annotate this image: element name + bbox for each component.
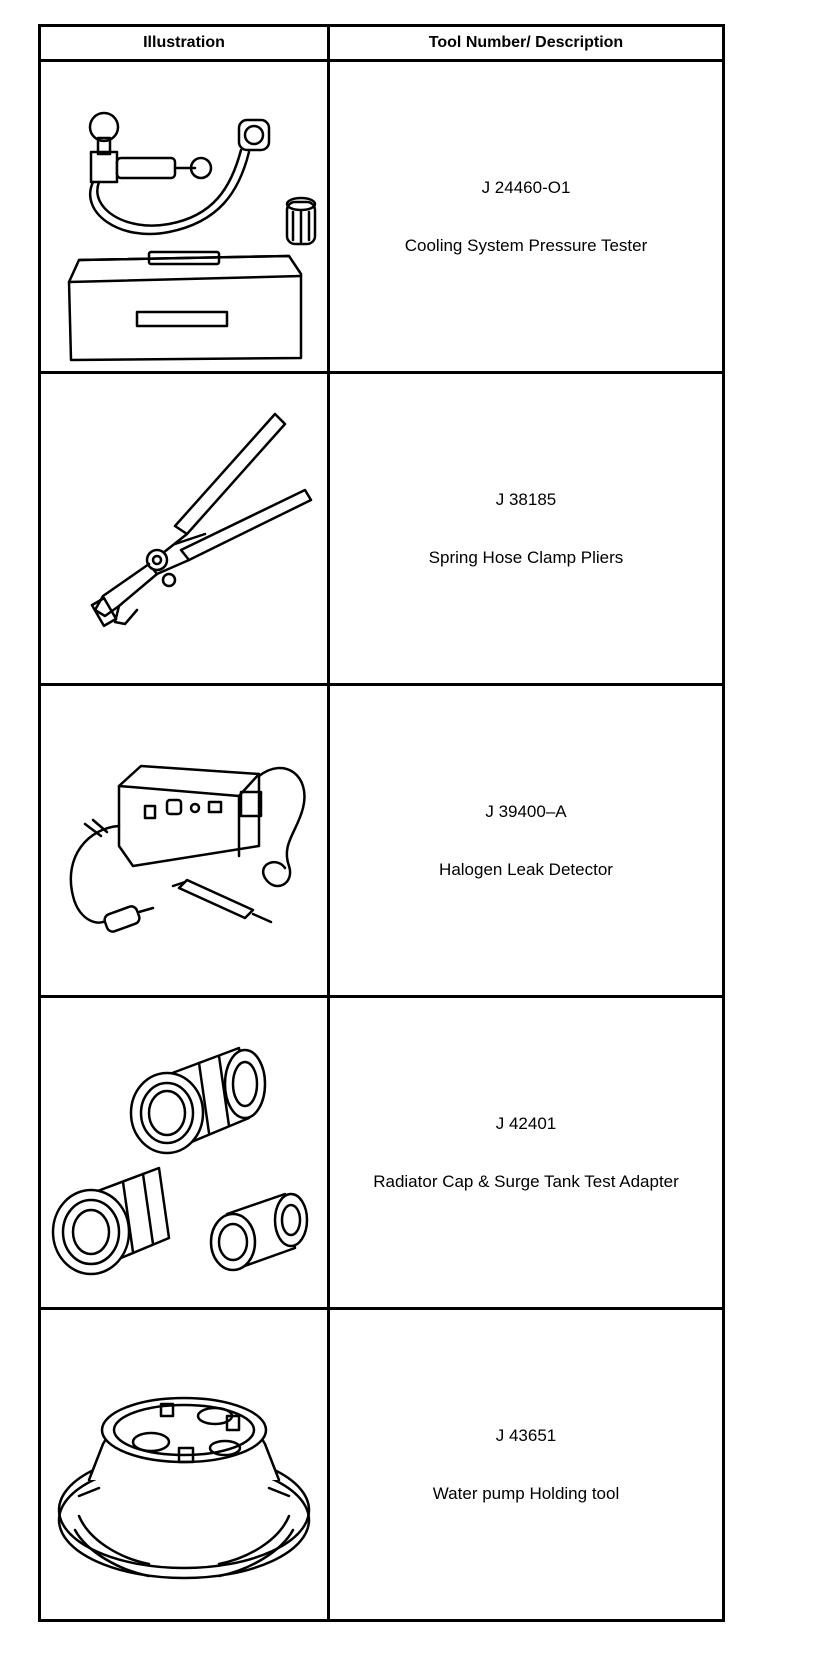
table-row: J 24460-O1 Cooling System Pressure Teste… — [38, 59, 725, 374]
tool-number: J 24460-O1 — [481, 177, 571, 197]
leak-detector-icon — [69, 764, 306, 933]
tool-description: Cooling System Pressure Tester — [404, 235, 648, 255]
tool-number: J 38185 — [495, 489, 557, 509]
header-illustration: Illustration — [38, 24, 330, 62]
description-cell: J 24460-O1 Cooling System Pressure Teste… — [327, 59, 725, 374]
illustration-cell — [38, 371, 330, 686]
illustration-cell — [38, 683, 330, 998]
table-row: J 43651 Water pump Holding tool — [38, 1307, 725, 1622]
description-cell: J 39400–A Halogen Leak Detector — [327, 683, 725, 998]
tool-number: J 42401 — [495, 1113, 557, 1133]
illustration-cell — [38, 995, 330, 1310]
hose-clamp-pliers-icon — [90, 412, 313, 627]
table-header-row: Illustration Tool Number/ Description — [38, 24, 725, 62]
illustration-cell — [38, 1307, 330, 1622]
description-cell: J 43651 Water pump Holding tool — [327, 1307, 725, 1622]
table-row: J 42401 Radiator Cap & Surge Tank Test A… — [38, 995, 725, 1310]
special-tools-table: Illustration Tool Number/ Description — [38, 24, 725, 1622]
table-row: J 38185 Spring Hose Clamp Pliers — [38, 371, 725, 686]
illustration-cell — [38, 59, 330, 374]
tool-number: J 43651 — [495, 1425, 557, 1445]
tool-description: Spring Hose Clamp Pliers — [428, 547, 624, 567]
description-cell: J 38185 Spring Hose Clamp Pliers — [327, 371, 725, 686]
tool-description: Water pump Holding tool — [432, 1483, 620, 1503]
tool-description: Halogen Leak Detector — [439, 859, 613, 879]
tool-description: Radiator Cap & Surge Tank Test Adapter — [373, 1171, 679, 1191]
test-adapter-icon — [51, 1046, 309, 1275]
tool-number: J 39400–A — [485, 801, 567, 821]
water-pump-holder-icon — [57, 1396, 311, 1579]
header-tool-description: Tool Number/ Description — [327, 24, 725, 62]
pressure-tester-icon — [67, 111, 317, 361]
description-cell: J 42401 Radiator Cap & Surge Tank Test A… — [327, 995, 725, 1310]
table-row: J 39400–A Halogen Leak Detector — [38, 683, 725, 998]
